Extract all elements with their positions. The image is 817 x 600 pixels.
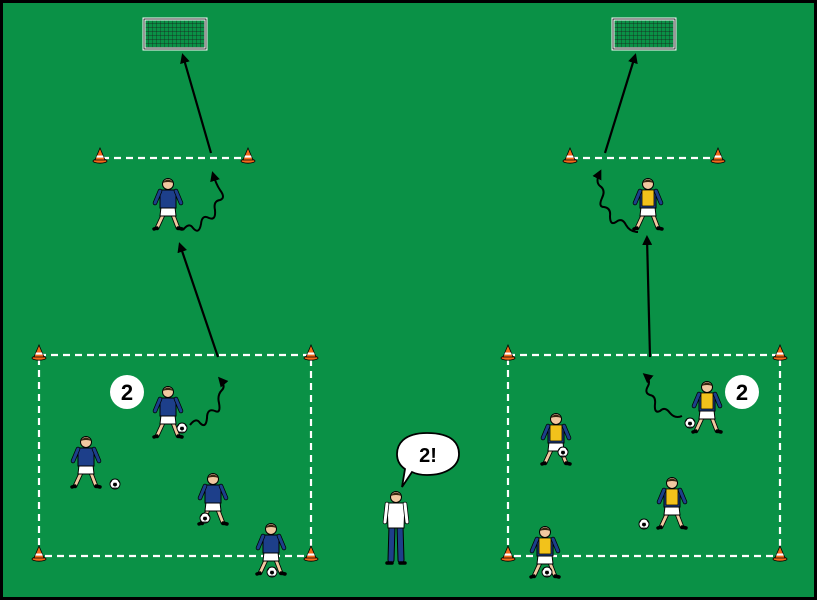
coach-call-text: 2! — [419, 445, 437, 467]
dribble-arrow-right-bottom — [642, 373, 683, 418]
left-goal-icon — [142, 17, 208, 51]
coach — [382, 491, 410, 565]
run-arrow-left — [177, 242, 220, 358]
ball-icon — [199, 512, 211, 524]
ball-icon — [557, 446, 569, 458]
right-goal-icon — [611, 17, 677, 51]
speech-bubble-icon — [396, 432, 460, 488]
run-arrow-right — [642, 235, 653, 358]
ball-icon — [176, 422, 188, 434]
shot-arrow-left — [180, 53, 213, 154]
right-group-number: 2 — [736, 380, 748, 405]
dribble-arrow-right-top — [592, 169, 639, 233]
ball-icon — [266, 566, 278, 578]
left-square — [37, 353, 313, 558]
dribble-arrow-left-top — [182, 171, 224, 232]
ball-icon — [109, 478, 121, 490]
ball-icon — [684, 417, 696, 429]
group-number-badge — [110, 375, 144, 409]
right-square — [506, 353, 782, 558]
left-group-number: 2 — [121, 380, 133, 405]
shot-arrow-right — [603, 53, 638, 154]
group-number-badge — [725, 375, 759, 409]
pitch — [3, 3, 814, 597]
dribble-arrow-left-bottom — [189, 376, 229, 427]
ball-icon — [541, 566, 553, 578]
ball-icon — [638, 518, 650, 530]
